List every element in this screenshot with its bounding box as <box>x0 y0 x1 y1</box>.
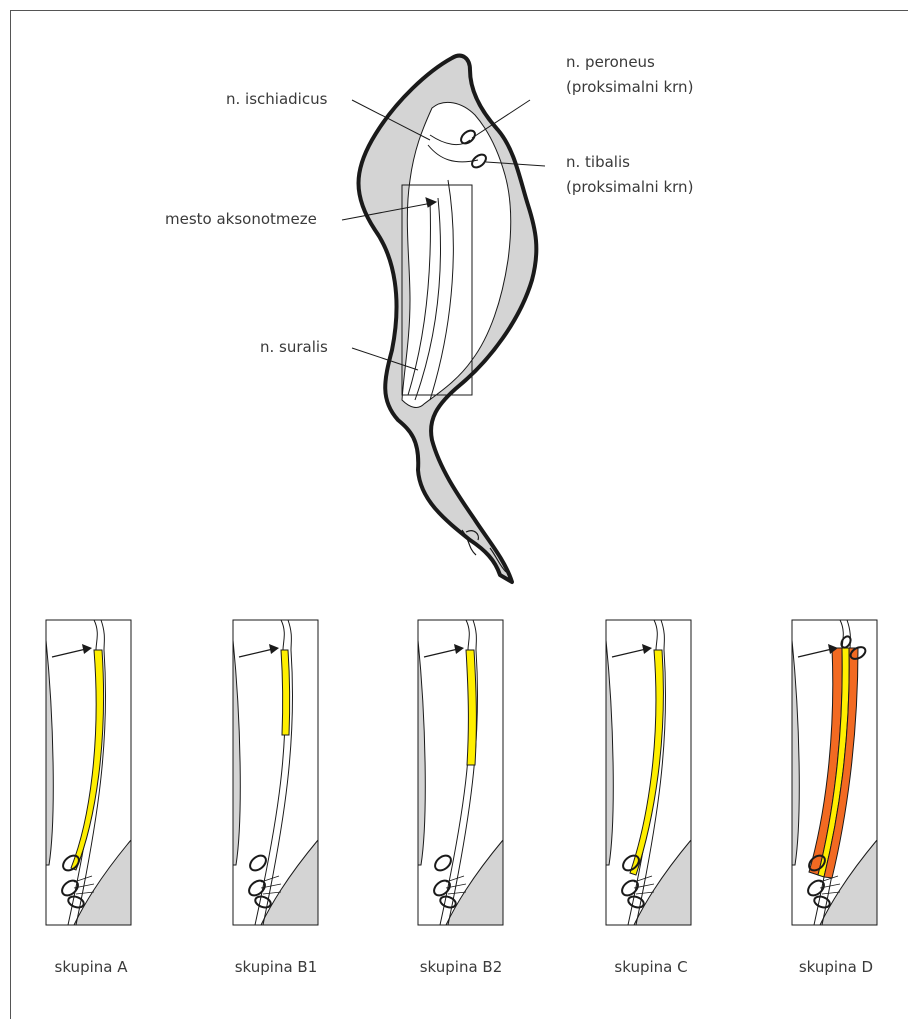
graft-yellow <box>630 650 663 875</box>
panel-c <box>606 620 691 925</box>
axonotmesis-arrow <box>424 649 458 657</box>
suture-loop <box>627 895 645 910</box>
caption-group-b2: skupina B2 <box>386 958 536 976</box>
panel-a <box>46 620 131 925</box>
label-peroneus-sub: (proksimalni krn) <box>566 78 693 97</box>
arrowhead <box>642 644 652 654</box>
panel-limb-sliver <box>418 640 425 865</box>
arrowhead <box>454 644 464 654</box>
panel-limb-sliver <box>46 640 53 865</box>
suture-loop <box>247 853 269 874</box>
arrowhead <box>82 644 92 654</box>
suture-loop <box>432 853 454 874</box>
suture-loop <box>439 895 457 910</box>
thigh-interior <box>402 102 511 407</box>
axonotmesis-arrow <box>798 649 832 657</box>
panel-d <box>792 620 877 925</box>
graft-yellow <box>71 650 104 870</box>
suture-loop <box>254 895 272 910</box>
panel-b2 <box>418 620 503 925</box>
panel-b1 <box>233 620 318 925</box>
axonotmesis-arrow <box>239 649 273 657</box>
caption-group-c: skupina C <box>576 958 726 976</box>
label-peroneus: n. peroneus <box>566 53 655 72</box>
suture-loop <box>67 895 85 910</box>
panel-limb-sliver <box>233 640 240 865</box>
caption-group-d: skupina D <box>761 958 908 976</box>
label-axonotmesis: mesto aksonotmeze <box>165 210 317 229</box>
label-tibialis: n. tibalis <box>566 153 630 172</box>
group-panels <box>46 620 877 925</box>
panel-limb-sliver <box>606 640 613 865</box>
suture-loop <box>813 895 831 910</box>
label-tibialis-sub: (proksimalni krn) <box>566 178 693 197</box>
caption-group-a: skupina A <box>16 958 166 976</box>
graft-yellow <box>281 650 290 735</box>
graft-yellow <box>466 650 476 765</box>
label-suralis: n. suralis <box>260 338 328 357</box>
panel-limb-sliver <box>792 640 799 865</box>
axonotmesis-arrow <box>52 649 86 657</box>
leg-illustration <box>359 56 537 582</box>
arrowhead <box>269 644 279 654</box>
axonotmesis-arrow <box>612 649 646 657</box>
label-ischiadicus: n. ischiadicus <box>226 90 327 109</box>
caption-group-b1: skupina B1 <box>201 958 351 976</box>
